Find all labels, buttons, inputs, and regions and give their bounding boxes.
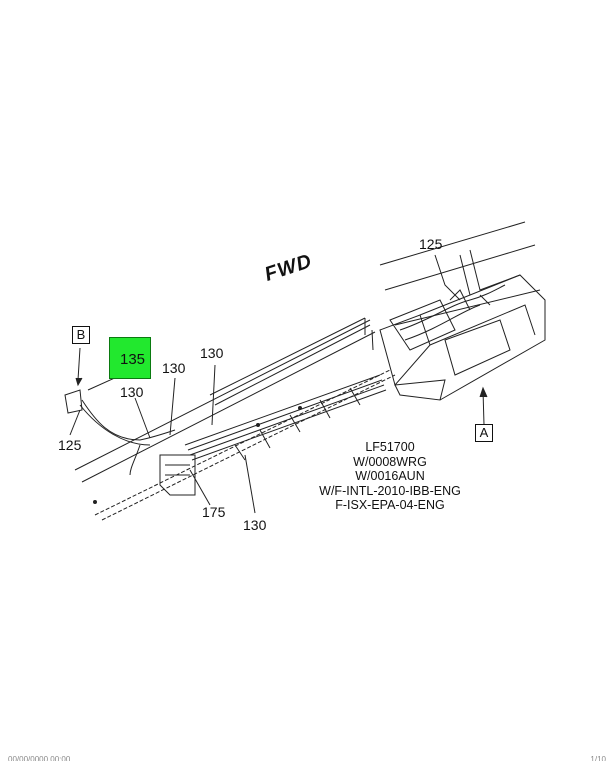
callout-130-d: 130 — [243, 517, 267, 533]
callout-130-a: 130 — [162, 360, 186, 376]
view-label-a: A — [475, 424, 493, 442]
callout-175: 175 — [202, 504, 226, 520]
note-line: F-ISX-EPA-04-ENG — [335, 498, 445, 512]
callout-125-left: 125 — [58, 437, 82, 453]
footer-left: 00/00/0000 00:00 — [8, 755, 71, 761]
callout-135-label: 135 — [120, 351, 146, 368]
note-line: W/0008WRG — [353, 454, 427, 469]
view-label-b: B — [72, 326, 90, 344]
callout-130-c: 130 — [120, 384, 144, 400]
note-line: LF51700 — [365, 440, 415, 454]
applicability-notes: LF51700 W/0008WRG W/0016AUN W/F-INTL-201… — [305, 440, 475, 513]
footer-right: 1/10 — [590, 755, 606, 761]
callout-135-highlight[interactable]: 135 — [109, 337, 151, 379]
callout-130-b: 130 — [200, 345, 224, 361]
callout-125-top: 125 — [419, 236, 443, 252]
note-line: W/0016AUN — [355, 469, 425, 483]
note-line: W/F-INTL-2010-IBB-ENG — [319, 483, 461, 498]
